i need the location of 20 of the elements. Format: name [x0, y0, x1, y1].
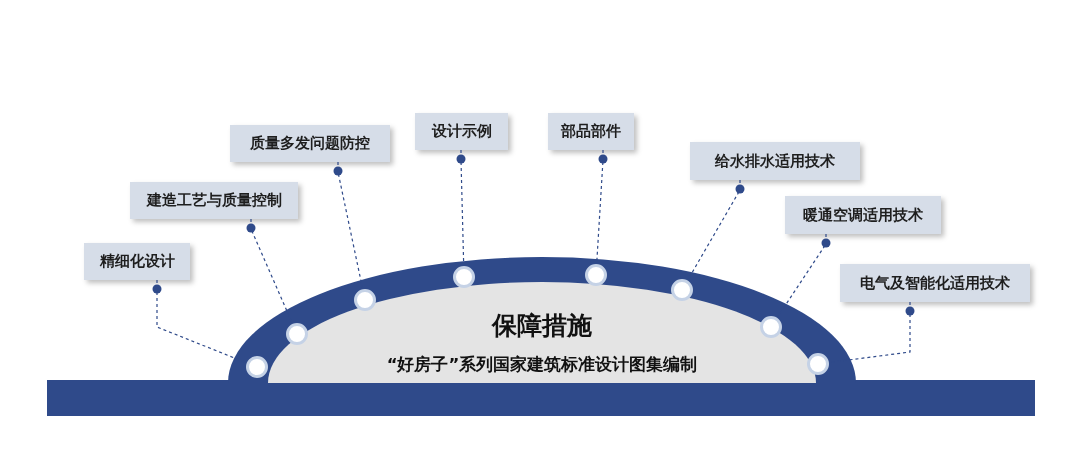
measure-box — [690, 142, 860, 180]
measure-label: 精细化设计 — [99, 252, 175, 271]
measure-label: 给水排水适用技术 — [715, 151, 835, 171]
measure-label: 部品部件 — [561, 122, 621, 141]
measure-label: 暖通空调适用技术 — [803, 205, 923, 225]
measure-box — [230, 125, 390, 162]
measure-box — [415, 113, 508, 150]
arch-shape — [228, 257, 856, 383]
measure-label: 设计示例 — [431, 122, 492, 141]
measure-box — [548, 113, 634, 150]
measure-label: 质量多发问题防控 — [250, 134, 370, 153]
arch-title: 保障措施 — [490, 310, 593, 342]
measure-label: 电气及智能化适用技术 — [860, 273, 1010, 293]
measure-box — [130, 182, 298, 219]
measure-box — [84, 243, 190, 280]
base-bar — [47, 380, 1035, 416]
arch-subtitle: “好房子”系列国家建筑标准设计图集编制 — [385, 354, 699, 376]
measure-box — [840, 264, 1030, 302]
measure-box — [785, 196, 941, 234]
measure-label: 建造工艺与质量控制 — [146, 191, 282, 210]
